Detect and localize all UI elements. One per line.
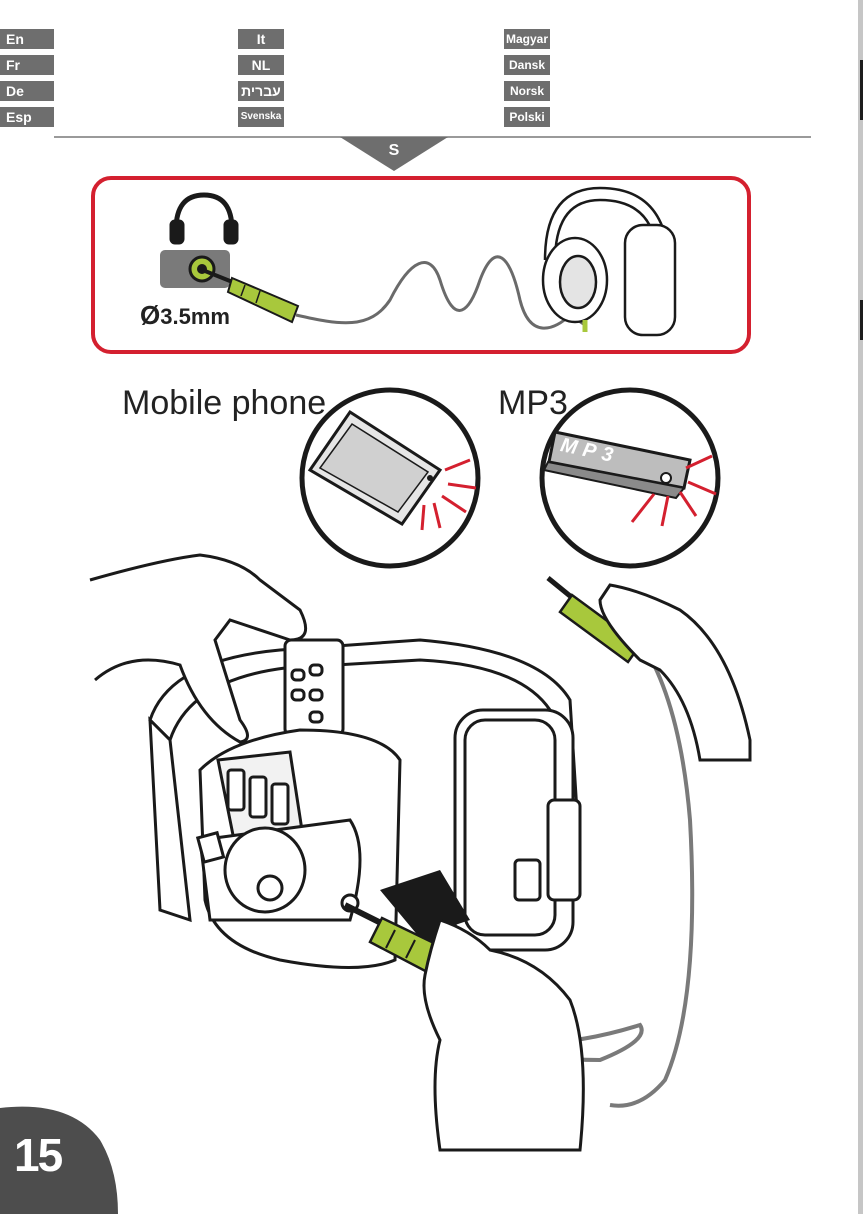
- hand-left: [90, 555, 306, 742]
- jack-diameter-label: Ø3.5mm: [140, 300, 230, 331]
- headphone-icon: [172, 195, 236, 242]
- page-number: 15: [14, 1128, 61, 1182]
- jack-size-text: 3.5mm: [160, 304, 230, 329]
- diameter-symbol-icon: Ø: [140, 300, 160, 330]
- cable-right: [610, 640, 692, 1106]
- mobile-phone-label: Mobile phone: [122, 384, 326, 423]
- headphones-illustration: [543, 188, 675, 335]
- mp3-label: MP3: [498, 384, 568, 423]
- coiled-cable: [296, 257, 585, 328]
- hand-right: [600, 585, 750, 760]
- hand-bottom: [424, 920, 583, 1150]
